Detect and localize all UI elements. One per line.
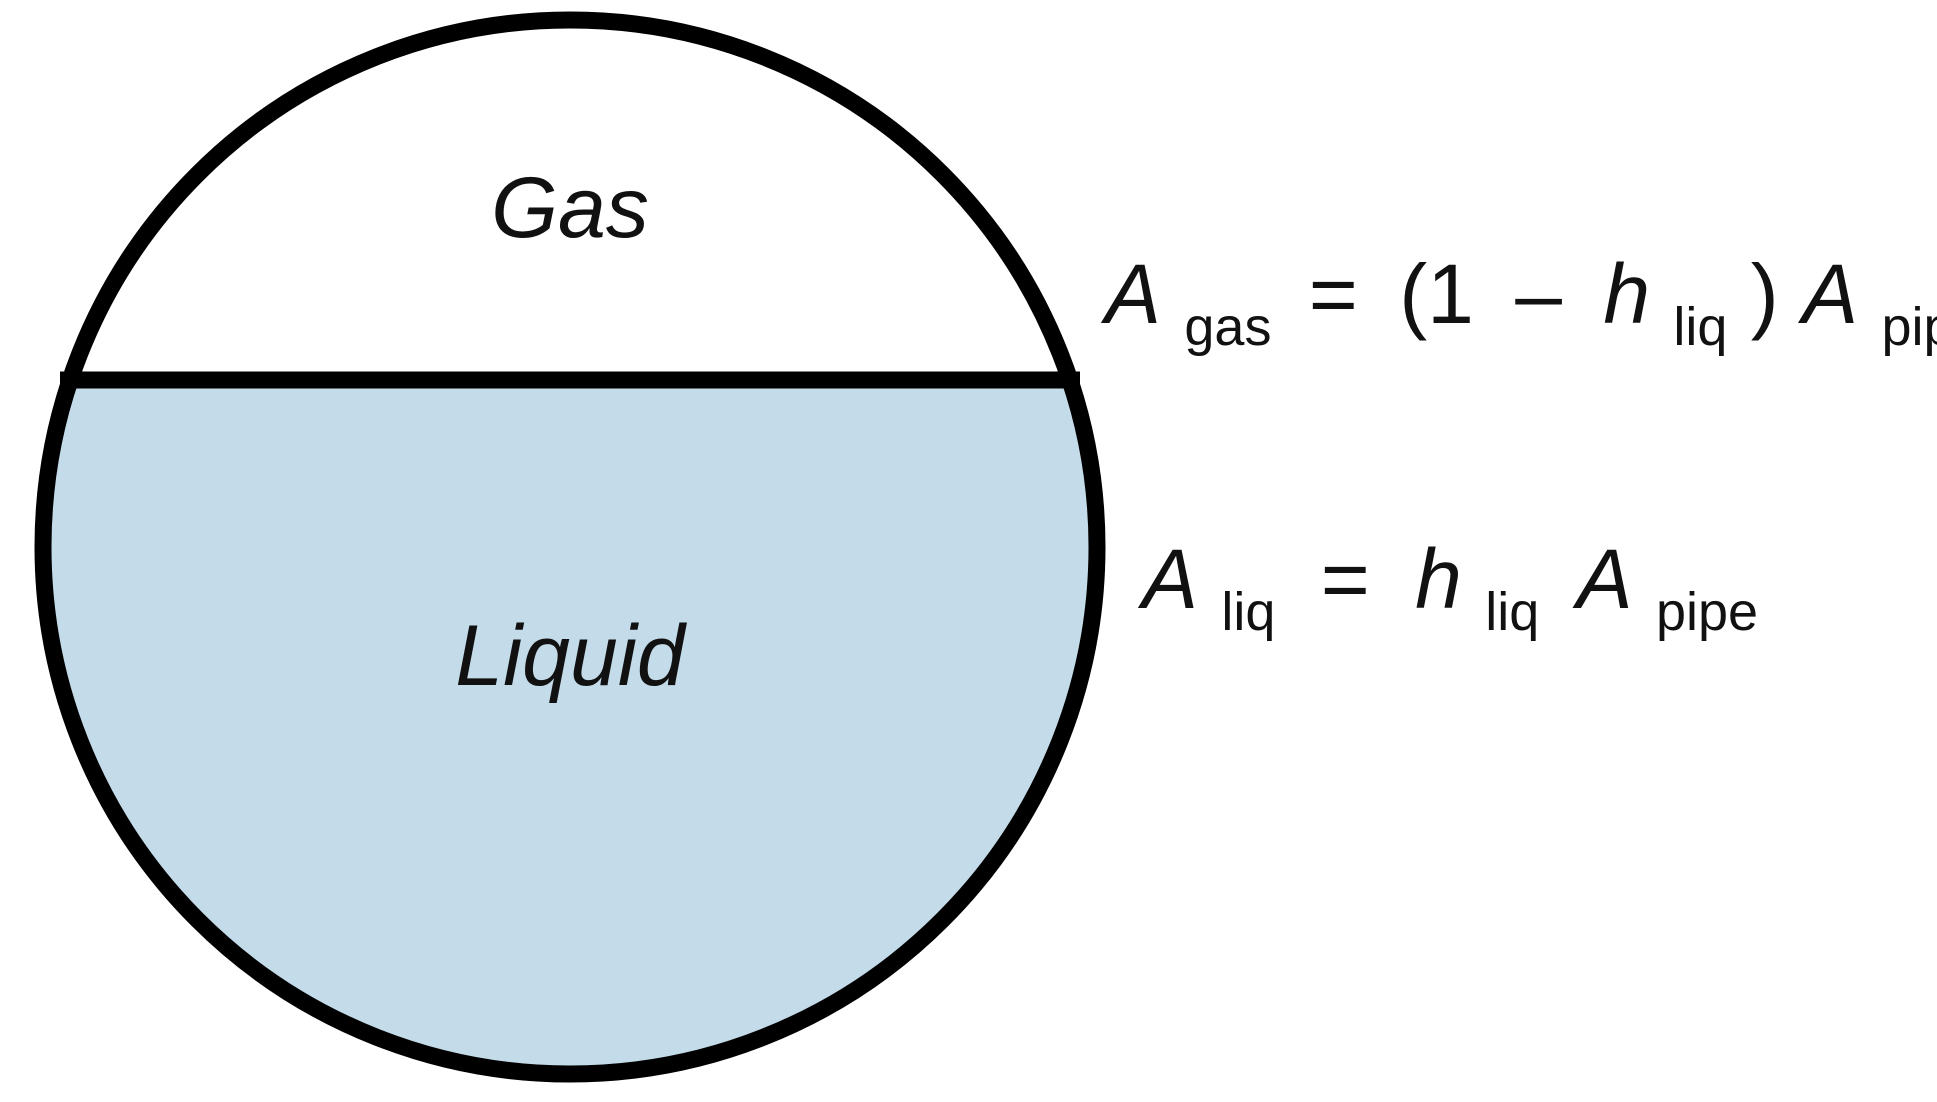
eq-gas-minus: – xyxy=(1515,247,1562,341)
eq-gas-rhs-sub: pipe xyxy=(1881,297,1937,357)
eq-gas-rhs-symbol: A xyxy=(1797,247,1858,341)
eq-gas-h-symbol: h xyxy=(1603,247,1650,341)
eq-liq-rhs-sub: pipe xyxy=(1656,582,1758,642)
eq-gas-h-sub: liq xyxy=(1673,297,1727,357)
gas-area-equation: A gas = (1 – h liq ) A pipe xyxy=(1100,247,1937,363)
gas-label: Gas xyxy=(491,160,649,256)
eq-liq-h-sub: liq xyxy=(1485,582,1539,642)
eq-liq-h-symbol: h xyxy=(1415,532,1462,626)
eq-liq-lhs-sub: liq xyxy=(1221,582,1275,642)
pipe-outline xyxy=(34,11,1106,1083)
eq-liq-lhs-symbol: A xyxy=(1137,532,1198,626)
liquid-area-equation: A liq = h liq A pipe xyxy=(1137,532,1758,648)
eq-gas-equals: = xyxy=(1309,247,1358,341)
eq-gas-lhs-sub: gas xyxy=(1184,297,1271,357)
eq-liq-rhs-symbol: A xyxy=(1572,532,1633,626)
eq-gas-close-paren: ) xyxy=(1751,247,1779,341)
eq-liq-equals: = xyxy=(1321,532,1370,626)
eq-gas-open-paren: (1 xyxy=(1399,247,1474,341)
eq-gas-lhs-symbol: A xyxy=(1100,247,1161,341)
liquid-region xyxy=(43,380,1097,1074)
liquid-label: Liquid xyxy=(455,608,688,704)
